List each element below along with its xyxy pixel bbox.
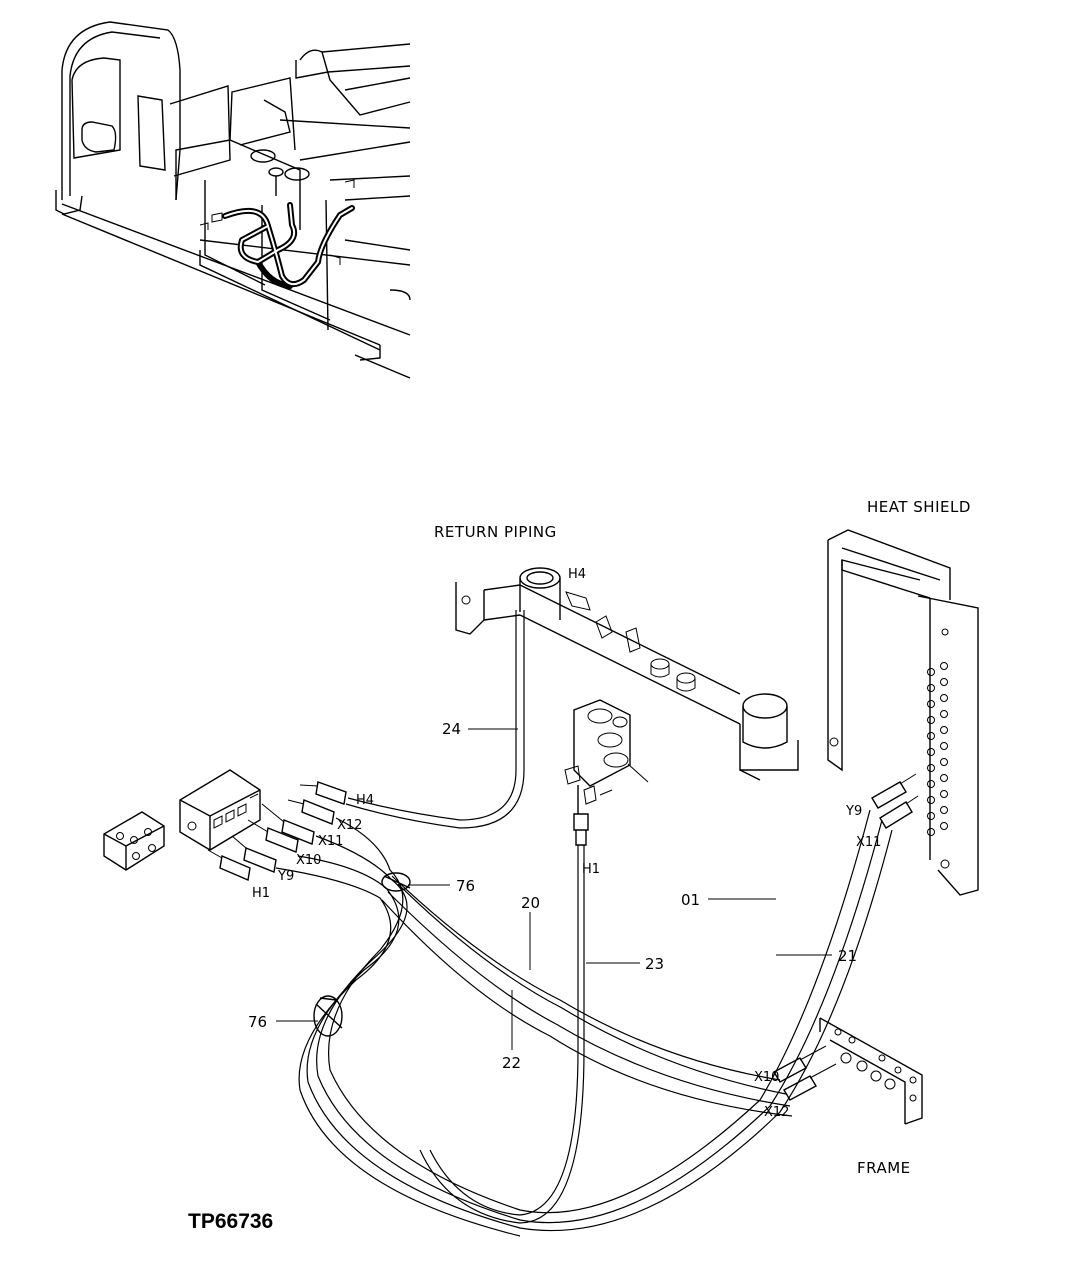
port-h1-valve-label: H1 bbox=[582, 862, 600, 877]
heat-shield-label: HEAT SHIELD bbox=[867, 498, 971, 516]
part-01-label: 01 bbox=[681, 891, 700, 909]
heat-shield-bracket bbox=[827, 529, 979, 896]
frame-label: FRAME bbox=[857, 1159, 911, 1177]
part-24-label: 24 bbox=[442, 720, 461, 738]
port-x12-right-label: X12 bbox=[764, 1105, 789, 1120]
pilot-valve bbox=[564, 699, 649, 846]
figure-id-label: TP66736 bbox=[188, 1210, 273, 1233]
part-23-label: 23 bbox=[645, 955, 664, 973]
port-x12-left-label: X12 bbox=[337, 818, 362, 833]
machine-overview-illustration bbox=[55, 21, 411, 379]
part-20-label: 20 bbox=[521, 894, 540, 912]
part-76-lower-label: 76 bbox=[248, 1013, 267, 1031]
port-x11-left-label: X11 bbox=[318, 834, 343, 849]
return-piping-label: RETURN PIPING bbox=[434, 523, 557, 541]
left-control-blocks bbox=[103, 769, 261, 871]
part-21-label: 21 bbox=[838, 947, 857, 965]
port-x10-right-label: X10 bbox=[754, 1070, 779, 1085]
part-22-label: 22 bbox=[502, 1054, 521, 1072]
port-y9-right-label: Y9 bbox=[845, 804, 862, 819]
part-76-upper-label: 76 bbox=[456, 877, 475, 895]
return-piping-assembly bbox=[455, 567, 799, 781]
leader-lines bbox=[276, 728, 832, 1050]
port-h4-left-label: H4 bbox=[356, 793, 374, 808]
frame-bracket bbox=[819, 1017, 923, 1125]
hose-end-fittings bbox=[207, 773, 919, 1101]
port-h4-top-label: H4 bbox=[568, 567, 586, 582]
port-h1-left-label: H1 bbox=[252, 886, 270, 901]
port-x11-right-label: X11 bbox=[856, 835, 881, 850]
port-y9-left-label: Y9 bbox=[277, 869, 294, 884]
port-x10-left-label: X10 bbox=[296, 853, 321, 868]
hose-bundle bbox=[275, 610, 893, 1237]
